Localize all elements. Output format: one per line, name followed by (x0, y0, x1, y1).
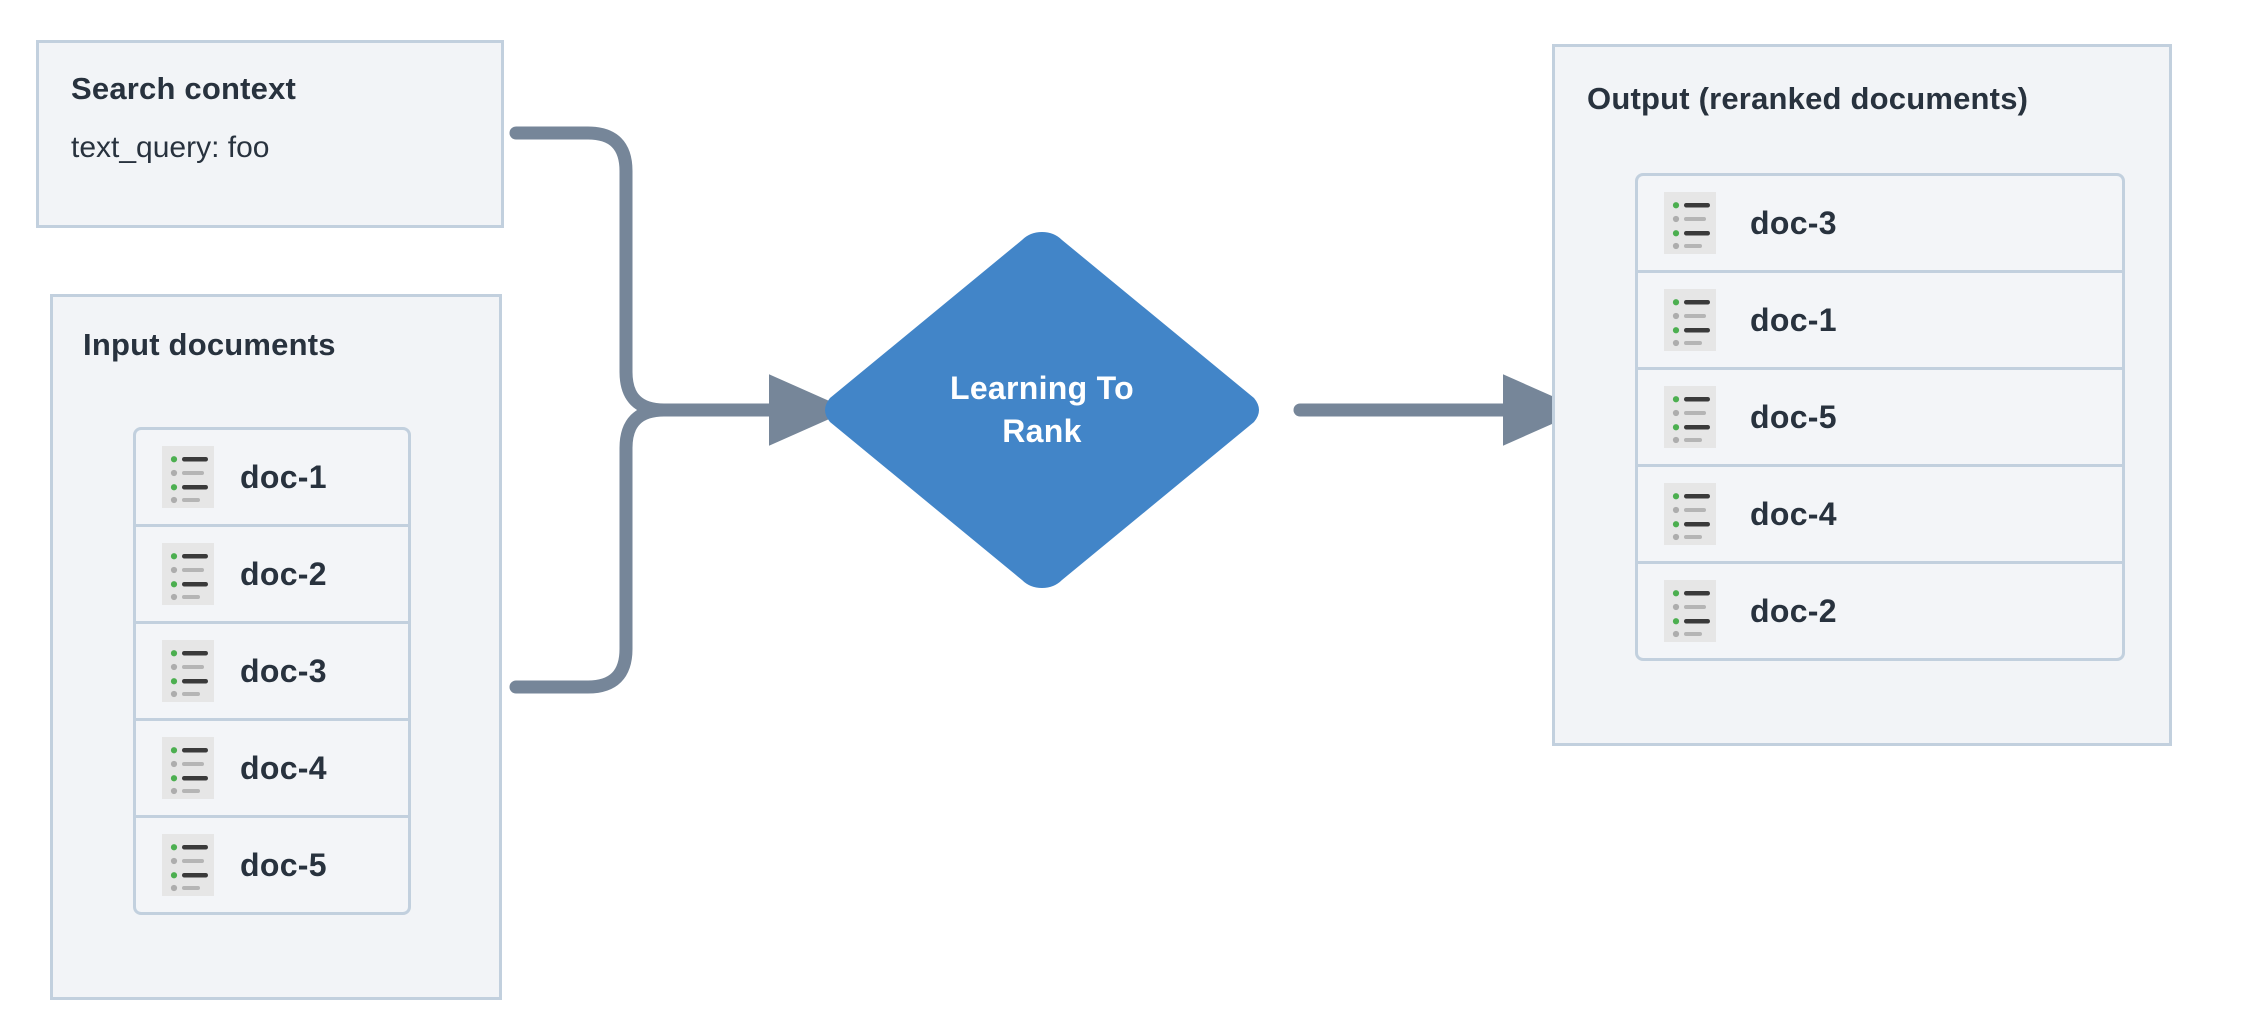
output-document-item[interactable]: doc-5 (1635, 367, 2125, 467)
output-document-item[interactable]: doc-1 (1635, 270, 2125, 370)
output-document-label: doc-5 (1750, 398, 1837, 435)
document-list-icon (162, 640, 214, 702)
input-document-item[interactable]: doc-5 (133, 815, 411, 915)
document-list-icon (162, 834, 214, 896)
document-list-icon (1664, 192, 1716, 254)
input-document-label: doc-4 (240, 749, 327, 786)
input-document-label: doc-1 (240, 458, 327, 495)
document-list-icon (162, 446, 214, 508)
input-document-label: doc-2 (240, 555, 327, 592)
input-documents-title: Input documents (83, 327, 336, 362)
output-document-label: doc-4 (1750, 495, 1837, 532)
output-document-label: doc-1 (1750, 301, 1837, 338)
learning-to-rank-node[interactable]: Learning To Rank (812, 222, 1272, 598)
document-list-icon (1664, 386, 1716, 448)
document-list-icon (1664, 483, 1716, 545)
input-document-item[interactable]: doc-2 (133, 524, 411, 624)
output-document-item[interactable]: doc-4 (1635, 464, 2125, 564)
input-document-item[interactable]: doc-4 (133, 718, 411, 818)
document-list-icon (1664, 580, 1716, 642)
output-title: Output (reranked documents) (1587, 81, 2029, 116)
input-document-label: doc-3 (240, 652, 327, 689)
diamond-shape (825, 232, 1259, 588)
input-documents-list: doc-1 doc-2 doc-3 doc-4 doc-5 (133, 427, 411, 915)
connector-input-documents-to-ltr (509, 403, 789, 694)
document-list-icon (162, 543, 214, 605)
output-documents-list: doc-3 doc-1 doc-5 doc-4 doc-2 (1635, 173, 2125, 661)
input-document-label: doc-5 (240, 846, 327, 883)
document-list-icon (162, 737, 214, 799)
input-document-item[interactable]: doc-3 (133, 621, 411, 721)
search-context-panel: Search context text_query: foo (36, 40, 504, 228)
output-document-item[interactable]: doc-2 (1635, 561, 2125, 661)
output-document-item[interactable]: doc-3 (1635, 173, 2125, 273)
document-list-icon (1664, 289, 1716, 351)
input-document-item[interactable]: doc-1 (133, 427, 411, 527)
output-document-label: doc-3 (1750, 204, 1837, 241)
search-context-query: text_query: foo (71, 131, 270, 164)
output-document-label: doc-2 (1750, 592, 1837, 629)
connector-search-context-to-ltr (509, 126, 850, 446)
search-context-title: Search context (71, 71, 297, 106)
